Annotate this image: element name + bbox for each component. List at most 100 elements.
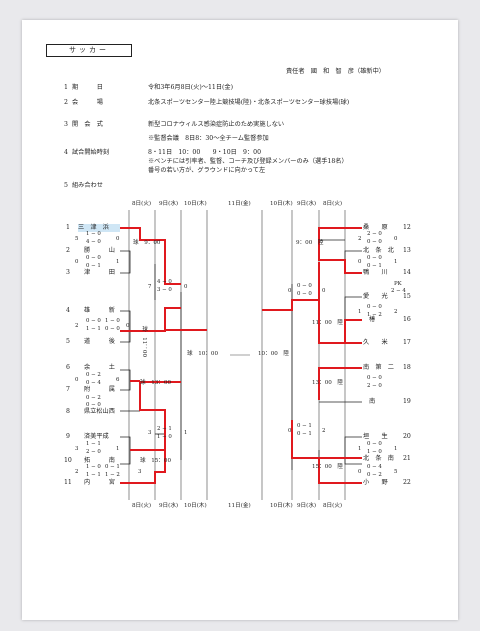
- right-bracket-red: [262, 227, 362, 484]
- left-team-num: 6: [66, 364, 70, 371]
- score-outer: 1: [394, 259, 398, 265]
- pk-label: PK: [394, 281, 402, 287]
- info-value-side: 番号の若い方が、グラウンドに向かって左: [148, 167, 266, 174]
- info-value-date: 令和3年6月8日(火)〜11日(金): [148, 84, 234, 91]
- right-team-name: 椿: [369, 316, 376, 323]
- score-outer: 0: [116, 236, 120, 242]
- score-half: 0 − 0: [367, 304, 382, 310]
- score-outer: 1: [394, 446, 398, 452]
- day-separator-lines: [128, 210, 346, 500]
- responsible-person: 責任者 國 和 智 彦（雄新中）: [286, 68, 385, 75]
- left-team-name: 津 田: [84, 269, 115, 276]
- score-half: 1 − 2: [105, 472, 120, 478]
- venue-time: 球 15：00: [140, 458, 172, 464]
- left-team-num: 2: [66, 247, 70, 254]
- venue-time: 15：00 陸: [312, 464, 344, 470]
- right-team-name: 北 条 北: [363, 247, 394, 254]
- score-outer: 0: [358, 259, 362, 265]
- info-label-venue: 会 場: [72, 99, 103, 106]
- score-outer: 0: [126, 323, 130, 329]
- score-half: 1 − 1: [86, 326, 101, 332]
- score-half: 0 − 0: [297, 283, 312, 289]
- score-half: 0 − 0: [367, 255, 382, 261]
- left-team-num: 4: [66, 307, 70, 314]
- score-outer: 1: [116, 446, 120, 452]
- left-team-name: 道 後: [84, 338, 115, 345]
- venue-time: 9：00 陸: [296, 240, 324, 246]
- info-value-bench: ※ベンチには引率者、監督、コーチ及び登録メンバーのみ（選手18名）: [148, 158, 348, 165]
- score-half: 1 − 0: [367, 449, 382, 455]
- info-num-2: 2: [64, 99, 68, 106]
- right-team-num: 21: [403, 455, 411, 462]
- info-value-venue: 北条スポーツセンター陸上競技場(陸)・北条スポーツセンター球技場(球): [148, 99, 350, 106]
- date-header-right-10: 10日(木): [270, 201, 293, 207]
- date-header-left-9: 9日(水): [159, 201, 179, 207]
- left-team-name: 県立松山西: [84, 408, 115, 415]
- score-half: 0 − 1: [86, 263, 101, 269]
- date-header-final: 11日(金): [228, 201, 251, 207]
- date-header-left-8: 8日(火): [132, 201, 152, 207]
- date-footer-final: 11日(金): [228, 503, 251, 509]
- left-team-num: 3: [66, 269, 70, 276]
- score-outer: 0: [288, 428, 292, 434]
- score-outer: 3: [148, 430, 152, 436]
- right-team-name: 久 米: [363, 339, 388, 346]
- score-outer: 2: [322, 428, 326, 434]
- score-half: 0 − 1: [105, 464, 120, 470]
- info-num-3: 3: [64, 121, 68, 128]
- right-team-num: 18: [403, 364, 411, 371]
- venue-time: 球 13：00: [140, 380, 172, 386]
- left-team-num: 1: [66, 224, 70, 231]
- info-label-bracket: 組み合わせ: [72, 182, 103, 189]
- pk-score: 2 − 4: [391, 288, 406, 294]
- score-outer: 0: [394, 236, 398, 242]
- left-team-name: 雄 新: [84, 307, 115, 314]
- left-team-name: 勝 山: [84, 247, 115, 254]
- score-outer: 0: [358, 469, 362, 475]
- left-team-name: 内 宮: [84, 479, 115, 486]
- score-half: 2 − 1: [157, 426, 172, 432]
- score-half: 0 − 0: [367, 441, 382, 447]
- score-half: 1 − 0: [86, 464, 101, 470]
- date-footer-left-8: 8日(火): [132, 503, 152, 509]
- info-value-start-time: 8・11日 10：00 9・10日 9：00: [148, 149, 262, 156]
- score-outer: 2: [75, 469, 79, 475]
- date-footer-left-9: 9日(水): [159, 503, 179, 509]
- left-team-name: 三 津 浜: [78, 224, 120, 232]
- score-outer: 7: [148, 284, 152, 290]
- right-team-num: 13: [403, 247, 411, 254]
- right-team-num: 20: [403, 433, 411, 440]
- right-team-name: 南: [369, 398, 376, 405]
- score-half: 1 − 1: [86, 472, 101, 478]
- left-team-name: 余 土: [84, 364, 115, 371]
- right-team-name: 北 条 南: [363, 455, 394, 462]
- score-half: 1 − 0: [157, 434, 172, 440]
- score-half: 4 − 0: [86, 239, 101, 245]
- right-team-name: 桑 原: [363, 224, 388, 231]
- document-page: [22, 20, 458, 620]
- score-outer: 2: [358, 236, 362, 242]
- score-outer: 1: [184, 430, 188, 436]
- info-num-5: 5: [64, 182, 68, 189]
- info-label-date: 期 日: [72, 84, 103, 91]
- score-outer: 0: [322, 288, 326, 294]
- score-outer: 6: [116, 377, 120, 383]
- score-outer: 1: [358, 446, 362, 452]
- date-header-right-8: 8日(火): [323, 201, 343, 207]
- score-half: 2 − 0: [367, 383, 382, 389]
- score-half: 0 − 2: [86, 395, 101, 401]
- score-outer: 0: [75, 259, 79, 265]
- score-outer: 3: [138, 469, 142, 475]
- date-footer-right-10: 10日(木): [270, 503, 293, 509]
- score-outer: 1: [116, 259, 120, 265]
- score-half: 4 − 0: [157, 279, 172, 285]
- venue-time: 球 11：00: [141, 326, 147, 358]
- venue-time: 11：00 陸: [312, 320, 344, 326]
- score-outer: 2: [75, 323, 79, 329]
- score-outer: 2: [394, 309, 398, 315]
- venue-time: 球 9：00: [133, 240, 161, 246]
- right-team-name: 愛 光: [363, 293, 388, 300]
- info-num-4: 4: [64, 149, 68, 156]
- score-half: 0 − 0: [105, 326, 120, 332]
- date-footer-right-9: 9日(水): [297, 503, 317, 509]
